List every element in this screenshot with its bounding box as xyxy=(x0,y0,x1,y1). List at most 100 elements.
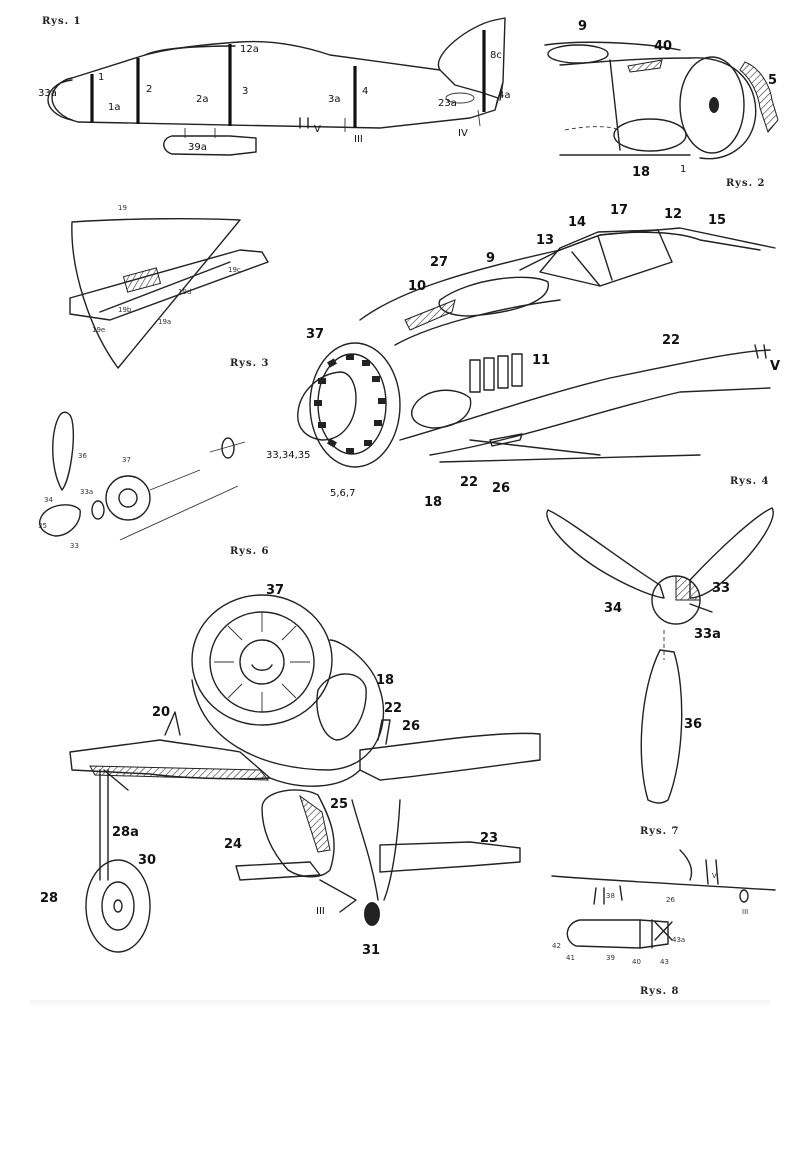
engine-fins xyxy=(214,612,310,712)
label-12: 12 xyxy=(664,207,682,222)
label-35: 35 xyxy=(38,522,47,530)
figure-rys3: 19 19c 19d 19b 19a 19e Rys. 3 xyxy=(69,204,270,369)
caption-rys2: Rys. 2 xyxy=(726,178,766,189)
cylinder-star-37 xyxy=(105,475,151,521)
label-11: 11 xyxy=(532,353,550,368)
label-34: 34 xyxy=(604,601,622,616)
label-V: V xyxy=(770,359,780,374)
label-38: 38 xyxy=(606,892,615,900)
label-23a: 23a xyxy=(438,98,457,109)
label-31: 31 xyxy=(362,943,380,958)
label-25: 25 xyxy=(330,797,348,812)
label-8c: 8c xyxy=(490,50,502,61)
spinner-rys6 xyxy=(38,504,81,537)
gun-26 xyxy=(489,433,523,447)
wing-left-hatch xyxy=(89,765,270,781)
label-22: 22 xyxy=(384,701,402,716)
prop-blade-5 xyxy=(739,61,779,134)
wing-rys4 xyxy=(399,349,771,456)
label-2a: 2a xyxy=(196,94,209,105)
label-28: 28 xyxy=(40,891,58,906)
label-43: 43 xyxy=(660,958,669,966)
label-39: 39 xyxy=(606,954,615,962)
label-37: 37 xyxy=(122,456,131,464)
label-42: 42 xyxy=(552,942,561,950)
spinner-rys4 xyxy=(297,371,357,441)
label-1a: 1a xyxy=(108,102,121,113)
cowling-ring xyxy=(689,57,757,160)
label-43a: 43a xyxy=(672,936,685,944)
blade-36-rys7 xyxy=(640,649,683,804)
flap-panel xyxy=(69,249,269,321)
canopy-line xyxy=(144,45,236,56)
hinge-block xyxy=(122,267,162,293)
label-34: 34 xyxy=(44,496,53,504)
label-19b: 19b xyxy=(118,306,132,314)
engine-face-37 xyxy=(191,594,333,726)
label-19a: 19a xyxy=(158,318,171,326)
label-5-6-7: 5,6,7 xyxy=(330,488,355,499)
wheel-30 xyxy=(85,859,151,953)
label-15: 15 xyxy=(708,213,726,228)
label-9: 9 xyxy=(578,19,587,34)
label-3: 3 xyxy=(242,86,248,97)
droptank-25 xyxy=(261,789,335,878)
label-33: 33 xyxy=(712,581,730,596)
label-22: 22 xyxy=(662,333,680,348)
bomb-39a xyxy=(163,135,257,156)
figure-rys4: 17 14 13 12 15 9 27 10 37 11 22 V 33,34,… xyxy=(266,203,780,510)
label-22b: 22 xyxy=(460,475,478,490)
figure-rys7: 33 34 33a 36 Rys. 7 xyxy=(546,507,774,837)
fuselage-top xyxy=(71,40,441,79)
label-III: III xyxy=(742,908,748,916)
label-19e: 19e xyxy=(92,326,105,334)
blade-right xyxy=(689,507,774,599)
caption-rys6: Rys. 6 xyxy=(230,546,270,557)
label-26: 26 xyxy=(402,719,420,734)
label-37: 37 xyxy=(306,327,324,342)
caption-rys7: Rys. 7 xyxy=(640,826,680,837)
gun-20 xyxy=(164,711,181,736)
label-33: 33 xyxy=(70,542,79,550)
spinner xyxy=(47,79,73,121)
bulge-18-main xyxy=(316,673,367,741)
label-10: 10 xyxy=(408,279,426,294)
label-9: 9 xyxy=(486,251,495,266)
label-27: 27 xyxy=(430,255,448,270)
label-3a: 3a xyxy=(328,94,341,105)
label-30: 30 xyxy=(138,853,156,868)
label-40: 40 xyxy=(654,39,672,54)
canopy-rys4 xyxy=(539,229,673,287)
label-36: 36 xyxy=(78,452,87,460)
label-26: 26 xyxy=(666,896,675,904)
figure-main-underside: 37 20 18 22 26 25 28a 30 23 24 28 31 III xyxy=(40,583,541,958)
caption-rys3: Rys. 3 xyxy=(230,358,270,369)
label-28a: 28a xyxy=(112,825,139,840)
label-2: 2 xyxy=(146,84,152,95)
label-41: 41 xyxy=(566,954,575,962)
bulge-18-rys4 xyxy=(411,389,472,429)
label-18: 18 xyxy=(632,165,650,180)
cowling-front xyxy=(679,56,745,154)
label-4: 4 xyxy=(362,86,368,97)
bomb-rys8 xyxy=(566,919,669,949)
fuselage-rys8 xyxy=(551,875,776,891)
fuselage-outline xyxy=(51,17,506,129)
caption-rys1: Rys. 1 xyxy=(42,16,82,27)
louvers-11 xyxy=(469,353,523,393)
caption-rys4: Rys. 4 xyxy=(730,476,770,487)
label-40: 40 xyxy=(632,958,641,966)
scan-edge-shadow xyxy=(30,1000,770,1008)
intake-10 xyxy=(404,299,456,331)
label-V: V xyxy=(314,124,321,135)
label-1: 1 xyxy=(98,72,104,83)
label-26: 26 xyxy=(492,481,510,496)
wing-right xyxy=(359,732,541,781)
label-IV: IV xyxy=(458,128,468,139)
label-23: 23 xyxy=(480,831,498,846)
label-24: 24 xyxy=(224,837,242,852)
label-33a: 33a xyxy=(80,488,93,496)
label-37: 37 xyxy=(266,583,284,598)
exhaust-9 xyxy=(547,44,609,64)
label-33-34-35: 33,34,35 xyxy=(266,450,311,461)
